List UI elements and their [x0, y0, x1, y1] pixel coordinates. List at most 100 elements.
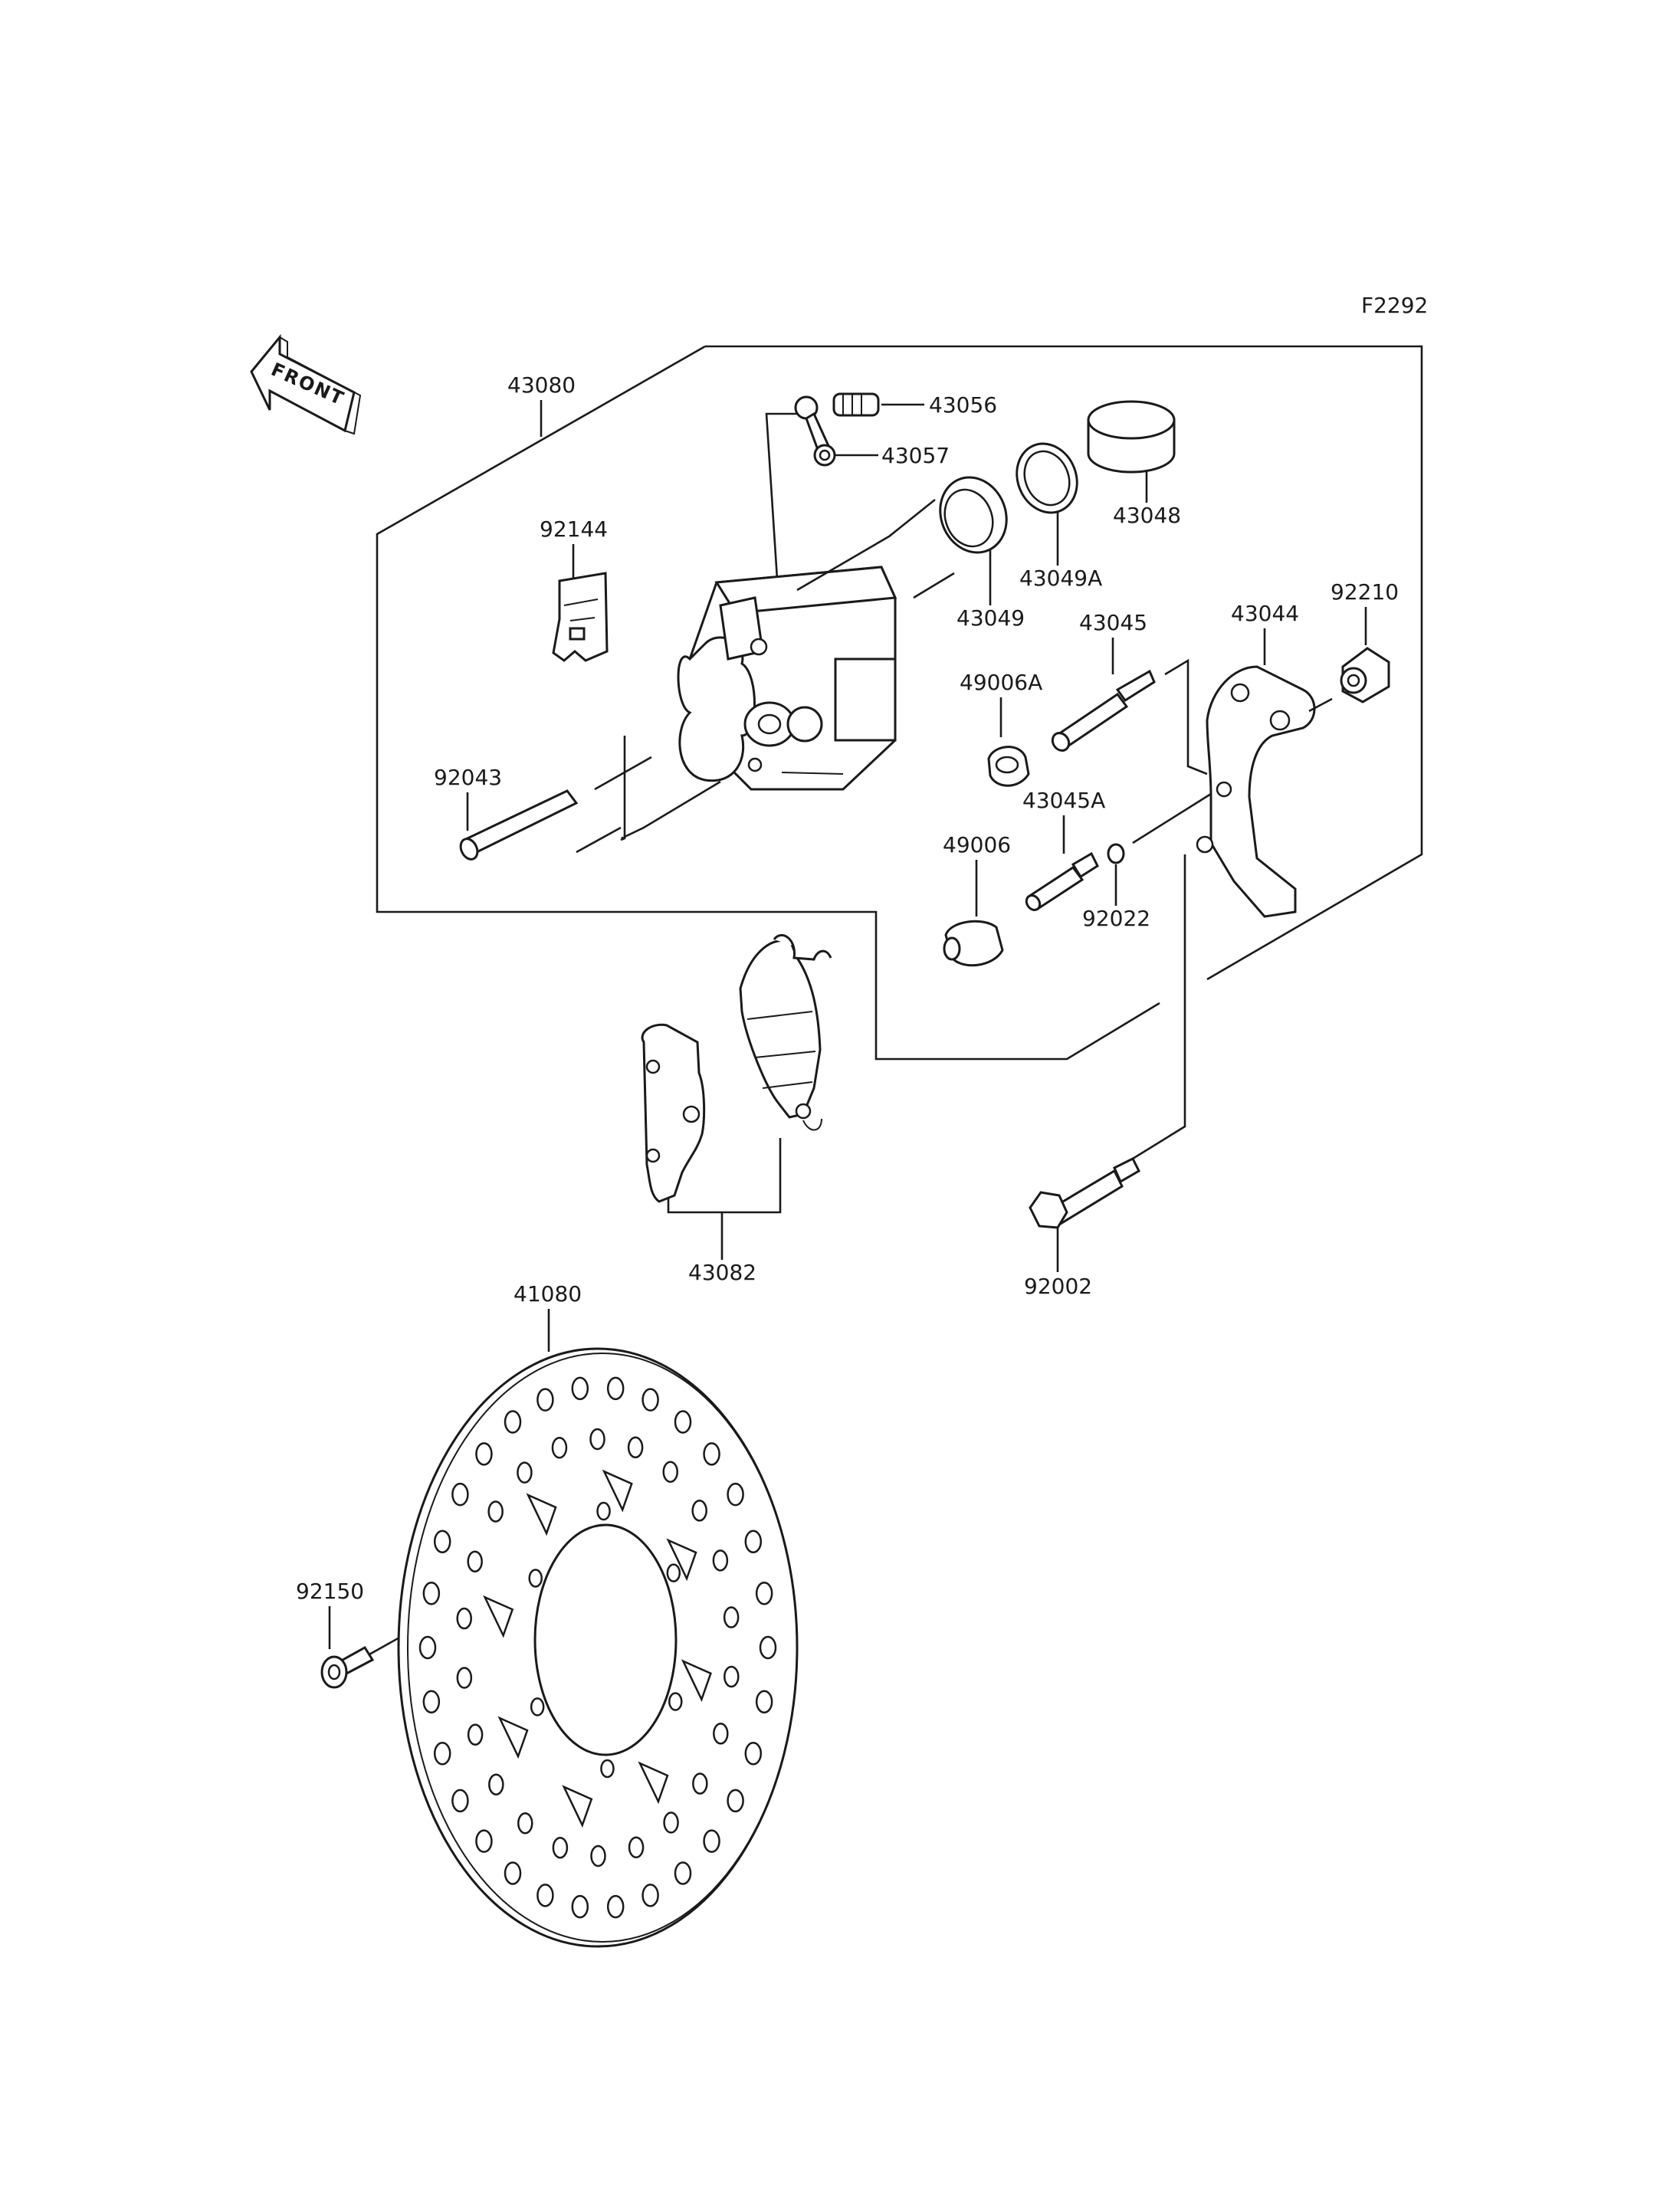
- disc-hole: [504, 1861, 522, 1885]
- caliper-pin-92043: [459, 789, 579, 861]
- caliper-assembly-boundary: [705, 345, 1423, 981]
- disc-cutout: [483, 1595, 514, 1638]
- disc-hole: [724, 1665, 740, 1688]
- slide-pin-43045: [1051, 669, 1156, 752]
- disc-hole: [422, 1690, 441, 1713]
- disc-hole: [600, 1759, 615, 1779]
- part-label-43045: 43045: [1079, 610, 1147, 635]
- disc-hole: [422, 1582, 441, 1605]
- disc-hole: [504, 1410, 522, 1434]
- disc-cutout: [666, 1538, 697, 1582]
- disc-hole: [536, 1388, 554, 1412]
- disc-hole: [475, 1829, 493, 1853]
- brake-disc-41080: [397, 1347, 799, 1948]
- disc-hole: [571, 1894, 589, 1919]
- part-label-43049A: 43049A: [1019, 566, 1102, 591]
- part-label-43057: 43057: [881, 443, 950, 468]
- part-label-43056: 43056: [929, 392, 997, 418]
- disc-hole: [703, 1442, 720, 1466]
- slide-pin-43045a: [1025, 851, 1099, 911]
- bleed-valve-43056: [832, 392, 880, 417]
- part-label-92210: 92210: [1331, 579, 1399, 605]
- disc-hole: [691, 1500, 707, 1522]
- disc-hole: [668, 1692, 683, 1711]
- disc-cutout: [562, 1785, 593, 1828]
- disc-hole: [641, 1884, 659, 1907]
- disc-hole: [517, 1461, 533, 1484]
- disc-hole: [590, 1844, 606, 1867]
- disc-hole: [755, 1690, 773, 1713]
- disc-hole: [713, 1723, 729, 1745]
- disc-hole: [456, 1667, 473, 1689]
- disc-hole: [552, 1836, 569, 1859]
- disc-hole: [759, 1635, 777, 1660]
- brake-pads-43082: [641, 934, 832, 1203]
- disc-hole: [433, 1530, 451, 1553]
- caliper-bolt-92002: [1029, 1156, 1140, 1229]
- part-label-43048: 43048: [1113, 503, 1181, 528]
- disc-cutout: [681, 1659, 712, 1702]
- part-label-41080: 41080: [514, 1281, 582, 1307]
- disc-hole: [451, 1789, 469, 1813]
- part-label-92002: 92002: [1024, 1274, 1092, 1299]
- part-label-49006: 49006: [943, 832, 1011, 857]
- part-label-92150: 92150: [296, 1579, 364, 1604]
- figure-code: F2292: [1361, 293, 1428, 318]
- disc-hole: [488, 1773, 504, 1795]
- part-label-43044: 43044: [1231, 601, 1299, 626]
- boot-49006: [943, 920, 1004, 967]
- boot-49006a: [987, 746, 1030, 787]
- disc-hole: [727, 1482, 744, 1507]
- disc-hole: [596, 1501, 611, 1521]
- front-arrow-icon: FRONT: [250, 333, 362, 435]
- part-label-43045A: 43045A: [1022, 788, 1105, 813]
- clip-92022: [1107, 843, 1125, 864]
- disc-hole: [487, 1500, 504, 1523]
- part-label-49006A: 49006A: [960, 670, 1042, 695]
- disc-hole: [606, 1376, 625, 1401]
- bleed-cap-43057: [794, 395, 836, 467]
- disc-hole: [528, 1569, 543, 1588]
- part-label-92022: 92022: [1082, 906, 1150, 931]
- disc-hole: [663, 1812, 679, 1834]
- piston-43048: [1087, 400, 1176, 474]
- piston-seal-43049a: [1016, 442, 1078, 514]
- disc-hole: [727, 1789, 744, 1813]
- disc-hole: [589, 1428, 605, 1451]
- disc-hole: [606, 1894, 625, 1919]
- disc-hole: [530, 1697, 545, 1717]
- disc-hole: [674, 1410, 692, 1434]
- caliper-bracket-43044: [1196, 665, 1316, 918]
- disc-hole: [692, 1772, 708, 1795]
- disc-hole: [475, 1442, 493, 1466]
- disc-hole: [703, 1829, 720, 1853]
- disc-hole: [433, 1742, 451, 1766]
- disc-hole: [628, 1836, 645, 1859]
- disc-hole: [744, 1742, 763, 1766]
- part-label-43080: 43080: [507, 372, 576, 398]
- disc-hole: [674, 1861, 692, 1885]
- part-label-92144: 92144: [540, 516, 608, 542]
- disc-hole: [536, 1884, 554, 1907]
- dust-seal-43049: [939, 476, 1008, 554]
- disc-hole: [571, 1376, 589, 1401]
- brake-caliper-body: [677, 566, 897, 791]
- part-label-43049: 43049: [956, 605, 1025, 631]
- disc-hole: [517, 1812, 533, 1835]
- disc-cutout: [526, 1493, 557, 1536]
- disc-hole: [551, 1436, 568, 1459]
- disc-hole: [755, 1582, 773, 1605]
- pad-spring-92144: [552, 572, 609, 662]
- disc-hole: [418, 1635, 437, 1660]
- disc-cutout: [602, 1469, 633, 1513]
- disc-hole: [456, 1607, 472, 1630]
- disc-screw-92150: [320, 1645, 375, 1689]
- part-label-92043: 92043: [434, 765, 502, 790]
- part-label-43082: 43082: [688, 1260, 756, 1285]
- disc-hole: [641, 1388, 659, 1412]
- disc-hole: [723, 1606, 740, 1628]
- disc-hole: [662, 1461, 678, 1484]
- disc-hole: [467, 1550, 483, 1572]
- disc-hole: [627, 1436, 644, 1459]
